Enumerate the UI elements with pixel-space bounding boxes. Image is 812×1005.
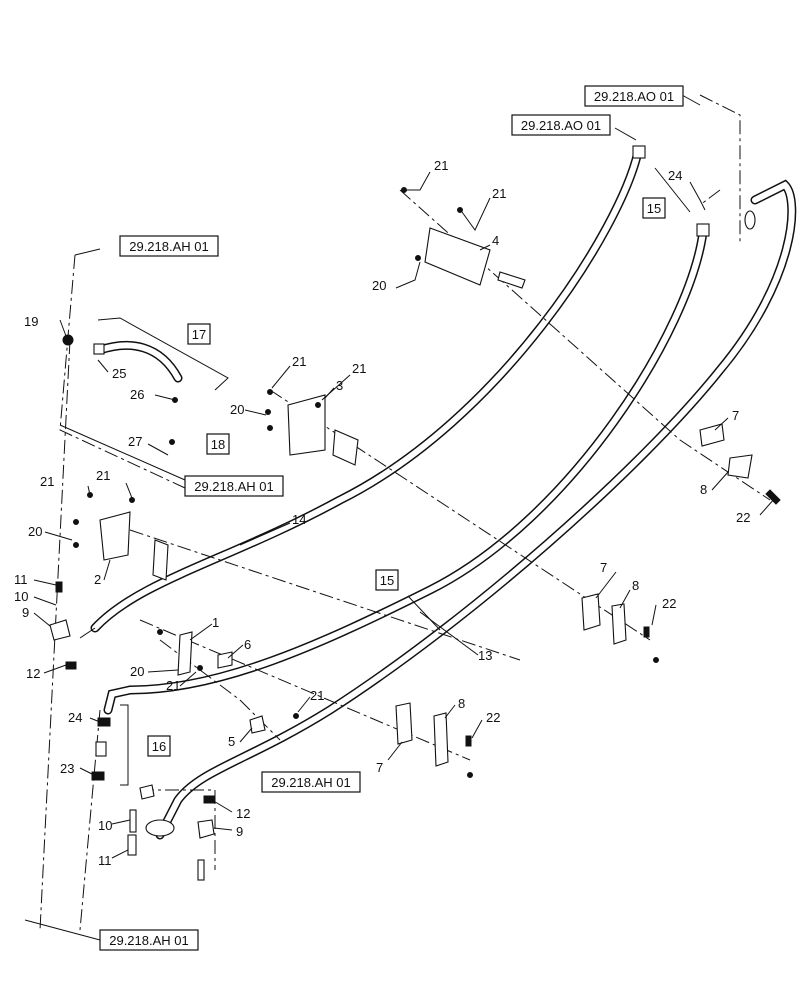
callout-8: 8 [700,482,707,497]
callout-20: 20 [230,402,244,417]
leader-lines [24,94,776,941]
ref-ao-second[interactable]: 29.218.AO 01 [511,114,611,136]
hose-15 [103,223,710,715]
callout-27: 27 [128,434,142,449]
callout-21: 21 [492,186,506,201]
hose-17 [93,340,183,383]
hose-14-fitting [632,145,646,159]
hose-17-fitting [93,343,105,355]
centre-lines [39,94,771,931]
callout-25: 25 [112,366,126,381]
ref-ah-mid-label: 29.218.AH 01 [194,479,274,494]
callout-8: 8 [632,578,639,593]
block-8-top [727,454,781,505]
callout-9: 9 [236,824,243,839]
callout-13: 13 [478,648,492,663]
svg-text:15: 15 [647,201,661,216]
callout-19: 19 [24,314,38,329]
callout-12: 12 [26,666,40,681]
callout-20: 20 [28,524,42,539]
callout-21: 21 [292,354,306,369]
callout-11: 11 [14,572,28,587]
svg-text:15: 15 [380,573,394,588]
hose-13 [145,179,797,840]
boxed-15-top: 15 [642,197,666,219]
callout-4: 4 [492,233,499,248]
block-8-low [433,712,472,767]
svg-text:16: 16 [152,739,166,754]
callout-9: 9 [22,605,29,620]
callout-21: 21 [352,361,366,376]
callout-10: 10 [14,589,28,604]
ref-ah-left-label: 29.218.AH 01 [129,239,209,254]
callout-26: 26 [130,387,144,402]
callout-22: 22 [662,596,676,611]
svg-text:18: 18 [211,437,225,452]
hose-13-end-fitting [744,210,756,230]
block-8-mid [611,603,650,645]
boxed-15-mid: 15 [375,569,399,591]
callout-21: 21 [40,474,54,489]
clamp-5 [249,715,266,734]
callout-2: 2 [94,572,101,587]
callout-labels: 21 21 4 20 24 19 25 26 27 21 21 3 20 7 8… [14,158,750,868]
callout-22: 22 [486,710,500,725]
callout-23: 23 [60,761,74,776]
callout-5: 5 [228,734,235,749]
callout-14: 14 [292,512,306,527]
ref-ao-top[interactable]: 29.218.AO 01 [584,85,684,107]
callout-21: 21 [96,468,110,483]
callout-3: 3 [336,378,343,393]
callout-1: 1 [212,615,219,630]
callout-24: 24 [68,710,82,725]
callout-11: 11 [98,853,112,868]
callout-21: 21 [310,688,324,703]
callout-20: 20 [372,278,386,293]
bracket-3 [287,394,359,466]
callout-7: 7 [600,560,607,575]
callout-12: 12 [236,806,250,821]
ref-ah-bottom-label: 29.218.AH 01 [109,933,189,948]
fitting-16-body [95,741,107,757]
ref-ah-bottom[interactable]: 29.218.AH 01 [99,929,199,951]
ref-ao-second-label: 29.218.AO 01 [521,118,601,133]
fitting-16-parts [91,717,111,781]
block-7-top [699,423,725,447]
ref-ah-mid[interactable]: 29.218.AH 01 [184,475,284,497]
fitting-9-left [49,581,77,670]
callout-7: 7 [732,408,739,423]
clamp-6 [217,651,233,669]
callout-7: 7 [376,760,383,775]
clamp-1 [177,631,193,676]
fitting-10-11-right [127,784,155,856]
fitting-19 [62,334,74,346]
callout-6: 6 [244,637,251,652]
callout-22: 22 [736,510,750,525]
callout-21: 21 [434,158,448,173]
callout-20: 20 [130,664,144,679]
ref-ah-lower[interactable]: 29.218.AH 01 [261,771,361,793]
callout-24: 24 [668,168,682,183]
bracket-4 [424,227,526,289]
block-7-mid [581,593,601,631]
ref-ah-lower-label: 29.218.AH 01 [271,775,351,790]
hose-13-bottom-fitting [145,819,175,837]
svg-text:17: 17 [192,327,206,342]
bracket-2 [99,511,169,581]
callout-10: 10 [98,818,112,833]
callout-8: 8 [458,696,465,711]
block-7-low [395,702,413,745]
ref-ao-top-label: 29.218.AO 01 [594,89,674,104]
hose-14 [79,145,646,639]
boxed-17: 17 [187,323,211,345]
ref-ah-left[interactable]: 29.218.AH 01 [119,235,219,257]
fitting-9-right [197,795,215,881]
boxed-16: 16 [147,735,171,757]
callout-21: 21 [166,678,180,693]
boxed-18: 18 [206,433,230,455]
hose-15-fitting [696,223,710,237]
